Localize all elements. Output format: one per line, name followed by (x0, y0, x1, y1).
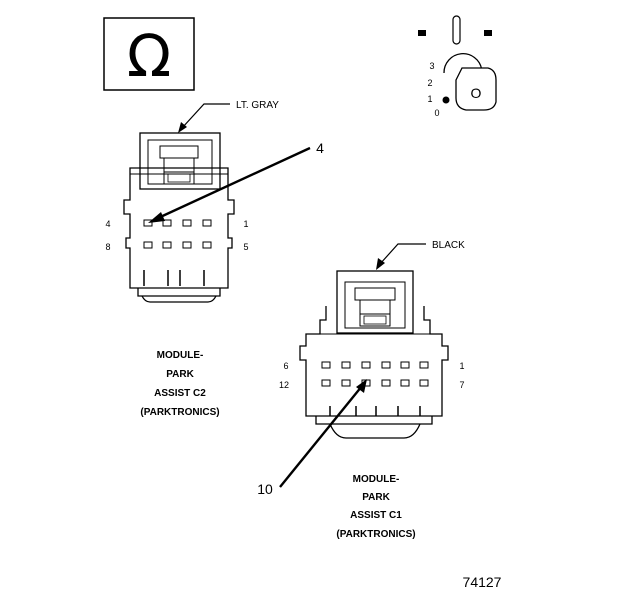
c2-cavity-1 (202, 219, 212, 227)
connector-c2: LT. GRAY 4 1 8 5 4 (105, 100, 324, 418)
c1-color-leader (379, 243, 426, 265)
ignition-marker-right (484, 30, 492, 36)
c1-title-line-4: (PARKTRONICS) (336, 529, 415, 540)
c1-cavity-3 (381, 361, 391, 369)
ignition-key-letter: O (471, 85, 482, 101)
omega-logo: Ω (103, 17, 195, 91)
c1-pin-label-1: 1 (459, 361, 464, 371)
c2-color-leader (181, 103, 230, 129)
c1-callout-arrowhead (356, 379, 367, 393)
omega-symbol: Ω (127, 22, 171, 90)
c1-cavity-1 (419, 361, 429, 369)
c2-color-arrowhead (178, 122, 187, 133)
c2-pin-label-8: 8 (105, 242, 110, 252)
c1-pin-label-7: 7 (459, 380, 464, 390)
c1-pin-label-12: 12 (279, 380, 289, 390)
c2-cavity-3 (162, 219, 172, 227)
c1-body (299, 306, 449, 417)
c1-title-line-1: MODULE- (353, 474, 400, 485)
c1-cavity-5 (341, 361, 351, 369)
c1-cavity-12 (321, 379, 331, 387)
c1-color-label: BLACK (432, 240, 465, 251)
c2-title-line-2: PARK (166, 369, 194, 380)
c1-color-arrowhead (376, 258, 385, 270)
c2-cavity-6 (182, 241, 192, 249)
ignition-position-2: 2 (427, 78, 432, 88)
c1-cavity-8 (400, 379, 410, 387)
c1-cavity-6 (321, 361, 331, 369)
c1-cavity-4 (361, 361, 371, 369)
c2-callout-arrowhead (148, 212, 165, 223)
ignition-marker-left (418, 30, 426, 36)
c2-pin-label-1: 1 (243, 219, 248, 229)
c2-color-label: LT. GRAY (236, 100, 279, 111)
ignition-key-head (455, 67, 497, 111)
c1-title-line-3: ASSIST C1 (350, 510, 402, 521)
ignition-position-3: 3 (429, 61, 434, 71)
ignition-key-icon: O 3 2 1 0 (418, 15, 497, 118)
c2-cavity-7 (162, 241, 172, 249)
c1-callout-line (279, 385, 363, 488)
ignition-pointer (442, 96, 450, 104)
c2-title-line-3: ASSIST C2 (154, 388, 206, 399)
c1-cavity-11 (341, 379, 351, 387)
c1-cavity-2 (400, 361, 410, 369)
c2-cavity-2 (182, 219, 192, 227)
c1-cavity-7 (419, 379, 429, 387)
connector-c1: BLACK 6 1 12 7 (257, 240, 465, 540)
ignition-slot (452, 15, 461, 45)
c2-cavity-5 (202, 241, 212, 249)
ignition-position-0: 0 (434, 108, 439, 118)
c2-title-line-1: MODULE- (157, 350, 204, 361)
c1-cavity-9 (381, 379, 391, 387)
c2-pin-label-4: 4 (105, 219, 110, 229)
c1-callout-number: 10 (257, 481, 273, 497)
c1-pin-label-6: 6 (283, 361, 288, 371)
c1-title-line-2: PARK (362, 492, 390, 503)
c2-pin-label-5: 5 (243, 242, 248, 252)
figure-number: 74127 (463, 574, 502, 590)
c2-body (123, 167, 235, 289)
ignition-position-1: 1 (427, 94, 432, 104)
c2-cavity-8 (143, 241, 153, 249)
c2-callout-line (155, 146, 311, 221)
c2-callout-number: 4 (316, 140, 324, 156)
c2-cavity-4 (143, 219, 153, 227)
c2-title-line-4: (PARKTRONICS) (140, 407, 219, 418)
